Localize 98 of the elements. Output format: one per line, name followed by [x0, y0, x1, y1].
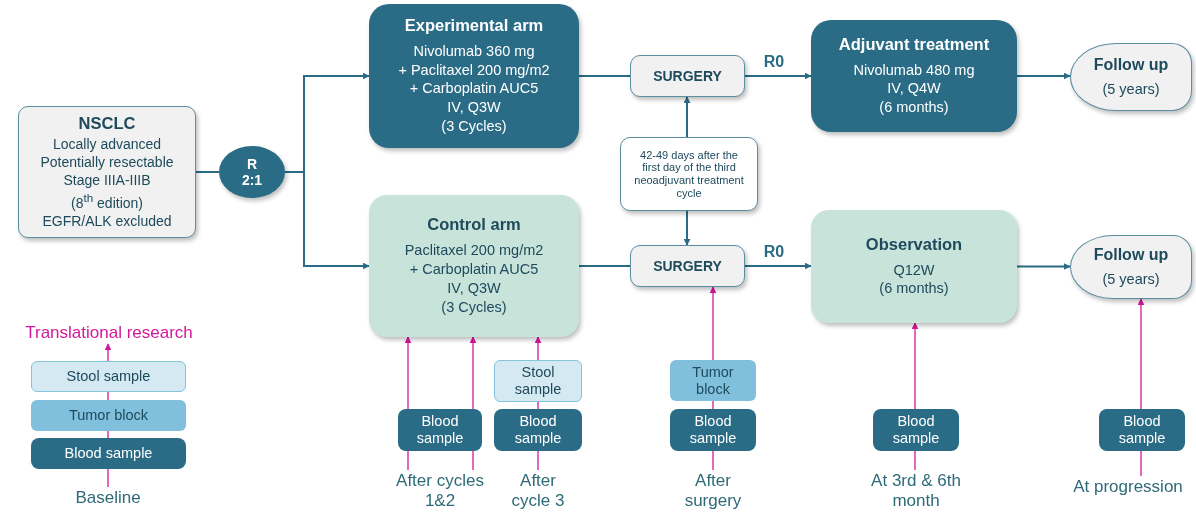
box-text: IV, Q3W [447, 278, 501, 298]
arrow [744, 262, 812, 270]
arrow [1137, 298, 1145, 410]
sample-box [31, 438, 186, 469]
timepoint-label: After cycle 3 [496, 470, 580, 512]
arm-box [369, 4, 579, 148]
follow-up-box [1070, 43, 1192, 111]
box-text: Tumor block [68, 407, 149, 424]
box-text: 42-49 days after the first day of the third neoadjuvant treatment cycle [633, 148, 745, 200]
connector-line [537, 450, 539, 471]
connector-line [537, 401, 539, 410]
arrow [469, 336, 477, 410]
box-title: NSCLC [78, 114, 136, 135]
box-text: Blood sample [513, 413, 563, 447]
sample-box [398, 409, 482, 451]
timepoint-label: After cycles 1&2 [392, 470, 488, 512]
box-text: SURGERY [653, 257, 722, 275]
sample-box [494, 409, 582, 451]
connector-line [712, 400, 714, 410]
sample-box [494, 360, 582, 402]
box-text: Stool sample [513, 364, 563, 398]
arrow [1016, 72, 1071, 80]
box-text: + Carboplatin AUC5 [409, 260, 539, 279]
randomization-circle [219, 146, 285, 198]
connector-line [407, 450, 409, 471]
box-title: Follow up [1093, 55, 1169, 75]
box-text: IV, Q4W [887, 79, 941, 99]
box-text: IV, Q3W [447, 98, 501, 118]
connector-line [712, 450, 714, 471]
box-text: Nivolumab 360 mg [413, 41, 535, 61]
sample-box [31, 361, 186, 392]
box-text: + Paclitaxel 200 mg/m2 [398, 60, 550, 80]
timepoint-label: After surgery [664, 470, 762, 512]
box-text: (8$^{th}$ edition) [71, 189, 143, 212]
connector-line [107, 391, 109, 401]
box-title: Experimental arm [404, 16, 544, 36]
timepoint-label: Baseline [50, 487, 166, 509]
box-text: Stage IIIA-IIIB [63, 171, 151, 190]
sample-box [670, 409, 756, 451]
box-text: EGFR/ALK excluded [42, 211, 172, 230]
treatment-box [811, 20, 1017, 132]
box-text: (5 years) [1102, 270, 1160, 289]
arrow [683, 210, 691, 246]
box-text: Blood sample [688, 413, 738, 447]
box-text: + Carboplatin AUC5 [409, 79, 539, 99]
arrow [911, 322, 919, 410]
ratio-label: R 2:1 [240, 155, 264, 189]
surgery-box [630, 245, 745, 287]
box-text: (5 years) [1102, 80, 1160, 99]
box-text: SURGERY [653, 67, 722, 85]
box-title: Follow up [1093, 245, 1169, 265]
box-title: Adjuvant treatment [838, 34, 990, 55]
box-text: Locally advanced [52, 135, 162, 154]
box-text: Blood sample [415, 413, 465, 447]
box-text: (6 months) [879, 98, 949, 118]
arrow [404, 336, 412, 410]
box-title: Control arm [427, 215, 521, 236]
arrow [709, 286, 717, 361]
box-text: (6 months) [879, 279, 949, 299]
eligibility-box [18, 106, 196, 238]
arrow [104, 343, 112, 362]
follow-up-box [1070, 235, 1192, 299]
sample-box [670, 360, 756, 401]
box-text: Nivolumab 480 mg [853, 60, 975, 80]
arm-box [369, 195, 579, 337]
connector-line [578, 75, 631, 77]
box-text: Paclitaxel 200 mg/m2 [404, 241, 544, 261]
arrow [744, 72, 812, 80]
observation-box [811, 210, 1017, 323]
box-text: Blood sample [891, 413, 941, 447]
box-title: Observation [865, 234, 963, 255]
arrow [683, 96, 691, 138]
timepoint-label: At 3rd & 6th month [856, 470, 976, 512]
connector-line [107, 430, 109, 439]
sample-box [1099, 409, 1185, 451]
sample-box [31, 400, 186, 431]
box-text: Q12W [893, 260, 935, 280]
timepoint-label: At progression [1062, 476, 1194, 498]
note-box [620, 137, 758, 211]
connector-line [914, 450, 916, 471]
box-text: Potentially resectable [40, 153, 174, 172]
box-text: Stool sample [66, 368, 151, 385]
arrow [1016, 263, 1071, 270]
box-text: Blood sample [64, 445, 153, 462]
box-text: (3 Cycles) [441, 297, 507, 317]
connector-line [1140, 450, 1142, 477]
section-heading: Translational research [10, 322, 208, 344]
connector-line [472, 450, 474, 471]
box-text: Tumor block [691, 363, 735, 398]
box-text: (3 Cycles) [441, 117, 507, 136]
arrow [284, 171, 370, 270]
connector-line [107, 468, 109, 488]
surgery-box [630, 55, 745, 97]
connector-line [195, 171, 220, 173]
arrow [534, 336, 542, 361]
sample-box [873, 409, 959, 451]
box-text: Blood sample [1117, 413, 1167, 447]
connector-line [578, 265, 631, 267]
